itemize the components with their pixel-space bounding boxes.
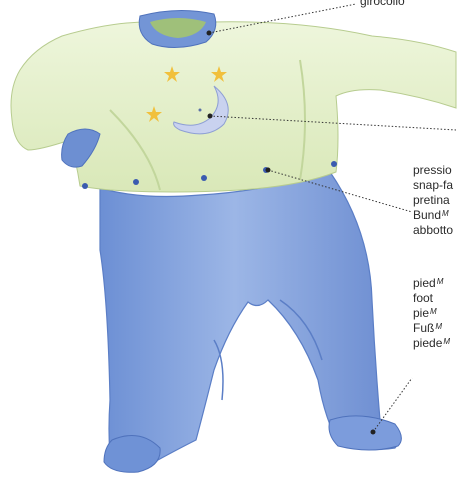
snap-button-icon — [82, 183, 88, 189]
snap-label-line: snap-fa — [413, 178, 453, 193]
foot-label-line: piedeM — [413, 336, 450, 351]
collar-label: girocollo — [360, 0, 405, 9]
foot-label-line: foot — [413, 291, 450, 306]
snap-label-line: pretina — [413, 193, 453, 208]
snap-button-icon — [201, 175, 207, 181]
snap-button-icon — [331, 161, 337, 167]
snap-label-line: BundM — [413, 208, 453, 223]
leader-dot — [371, 430, 376, 435]
foot-label-line: FußM — [413, 321, 450, 336]
right-foot — [329, 416, 401, 450]
leader-dot — [266, 168, 271, 173]
snap-label-line: pressio — [413, 163, 453, 178]
foot-label-group: piedM foot pieM FußM piedeM — [413, 276, 450, 351]
left-foot — [104, 436, 160, 473]
foot-label-line: piedM — [413, 276, 450, 291]
foot-label-line: pieM — [413, 306, 450, 321]
snap-button-icon — [133, 179, 139, 185]
snap-label-line: abbotto — [413, 223, 453, 238]
snap-label-group: pressio snap-fa pretina BundM abbotto — [413, 163, 453, 238]
leader-dot — [207, 31, 212, 36]
moon-eye-icon — [199, 109, 202, 112]
leader-dot — [208, 114, 213, 119]
